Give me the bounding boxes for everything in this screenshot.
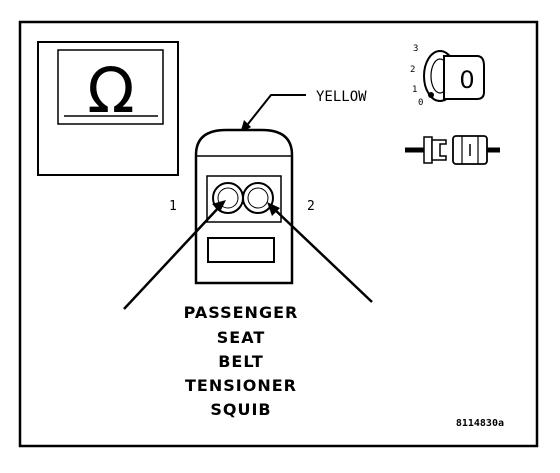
title-line-2: SEAT [217,328,266,347]
figure-id: 8114830a [456,418,504,429]
connector-latch [207,237,275,263]
terminal-2 [242,182,274,214]
ignition-position-1: 1 [412,85,417,95]
component-title: PASSENGER SEAT BELT TENSIONER SQUIB [184,303,299,419]
squib-connector [194,128,294,285]
ignition-position-3: 3 [413,44,418,54]
figure-border [18,20,539,448]
pin-label-2: 2 [307,199,315,214]
ohmmeter-icon: Ω [37,41,179,176]
title-line-5: SQUIB [210,400,271,419]
ohm-symbol: Ω [87,54,134,127]
title-line-3: BELT [218,352,264,371]
ignition-position-0: 0 [418,98,423,108]
pin-label-1: 1 [169,199,177,214]
ignition-switch-icon: 3 2 1 0 0 [410,44,485,108]
probe-arrow-1 [123,200,226,310]
ignition-position-2: 2 [410,65,415,75]
disconnected-connector-icon [405,135,500,165]
title-line-4: TENSIONER [185,376,297,395]
title-line-1: PASSENGER [184,303,299,322]
color-callout: YELLOW [240,89,367,134]
color-callout-label: YELLOW [316,89,367,105]
probe-arrow-2 [267,202,373,303]
key-label: 0 [459,66,474,94]
